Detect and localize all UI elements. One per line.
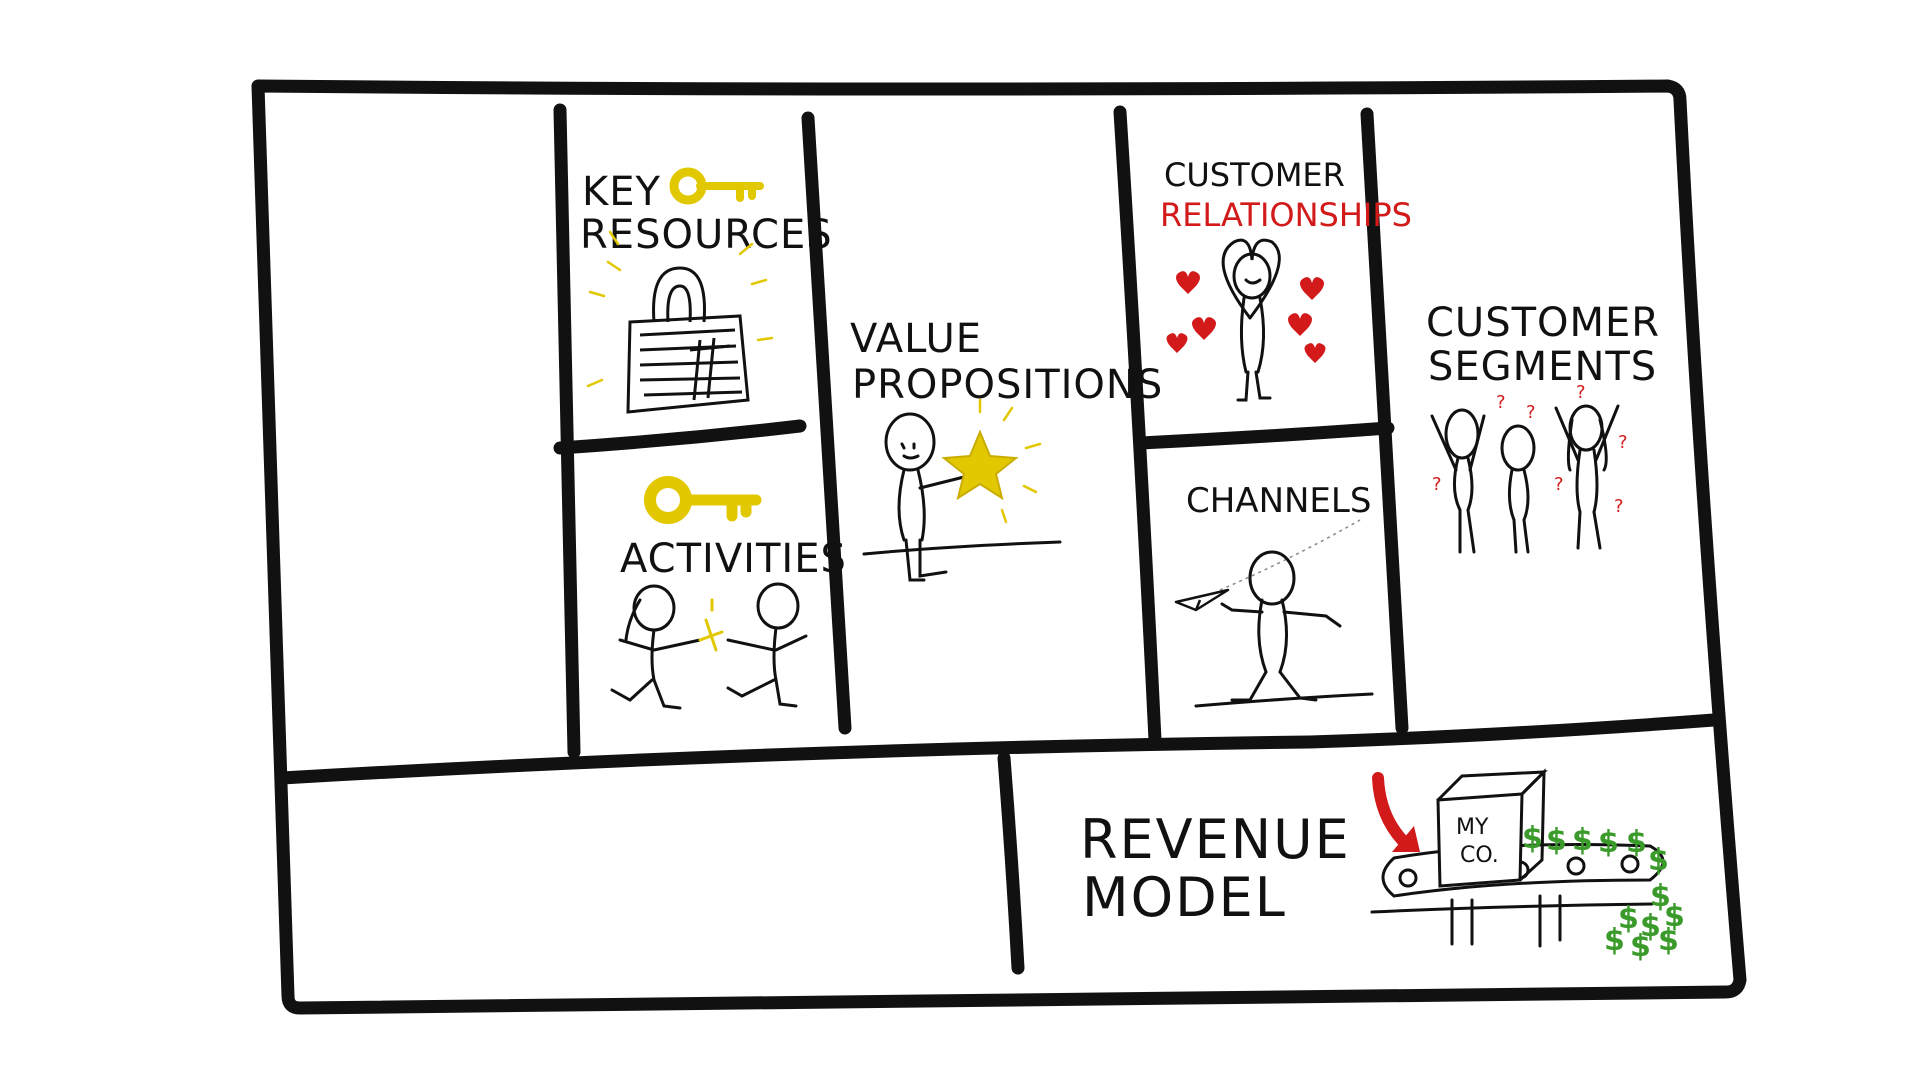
customer-relationships-block: CUSTOMER RELATIONSHIPS: [1160, 156, 1412, 402]
paper-plane-trail: [1219, 519, 1361, 591]
activities-block: ACTIVITIES: [610, 476, 847, 710]
activity-key-icon: [644, 476, 762, 524]
customer-relationships-line1: CUSTOMER: [1164, 156, 1345, 194]
revenue-model-line2: MODEL: [1082, 866, 1287, 929]
company-box-label-1: MY: [1456, 815, 1489, 840]
customer-segments-line1: CUSTOMER: [1426, 300, 1660, 346]
question-mark: ?: [1526, 402, 1536, 423]
question-mark: ?: [1614, 496, 1624, 517]
red-arrow-icon: [1372, 772, 1420, 852]
star-icon: [941, 398, 1042, 524]
dollar-icon: $: [1598, 825, 1619, 860]
lock-icon: [626, 266, 750, 414]
dollar-icon: $: [1648, 843, 1669, 878]
dollar-icon: $: [1546, 823, 1567, 858]
activities-label: ACTIVITIES: [620, 536, 847, 582]
dollar-icon: $: [1630, 929, 1651, 964]
dollar-icon: $: [1604, 923, 1625, 958]
divider-col3: [1113, 105, 1162, 747]
divider-col2: [801, 111, 852, 735]
spark-icon: [698, 598, 724, 652]
dollar-icon: $: [1522, 821, 1543, 856]
dollar-icon: $: [1658, 923, 1679, 958]
dollar-signs: $ $ $ $ $ $ $ $ $ $ $ $ $: [1522, 821, 1685, 964]
value-propositions-line2: PROPOSITIONS: [852, 362, 1163, 408]
question-marks: ? ? ? ? ? ? ?: [1432, 382, 1628, 517]
question-mark: ?: [1554, 474, 1564, 495]
dollar-icon: $: [1664, 899, 1685, 934]
revenue-model-line1: REVENUE: [1080, 808, 1351, 871]
question-mark: ?: [1432, 474, 1442, 495]
divider-bottom-mid: [997, 751, 1025, 975]
hearts: [1166, 271, 1326, 363]
dollar-icon: $: [1572, 823, 1593, 858]
divider-bottom: [275, 713, 1721, 785]
dollar-icon: $: [1618, 901, 1639, 936]
channels-block: CHANNELS: [1174, 481, 1374, 708]
channels-label: CHANNELS: [1186, 481, 1371, 521]
heart-hug-figure: [1221, 238, 1281, 402]
lock-glow: [586, 230, 774, 388]
key-icon: [669, 167, 764, 205]
paper-plane-icon: [1174, 588, 1230, 612]
question-mark: ?: [1576, 382, 1586, 403]
key-resources-block: KEY RESOURCES: [580, 167, 833, 414]
divider-col1: [553, 103, 581, 759]
customer-relationships-line2: RELATIONSHIPS: [1160, 196, 1412, 234]
divider-key: [553, 419, 807, 455]
value-propositions-block: VALUE PROPOSITIONS: [850, 316, 1163, 582]
outer-frame: [251, 79, 1747, 1015]
question-mark: ?: [1618, 432, 1628, 453]
dollar-icon: $: [1626, 825, 1647, 860]
customer-figures: [1430, 404, 1620, 554]
dollar-icon: $: [1650, 879, 1671, 914]
revenue-model-block: REVENUE MODEL MY CO. $ $ $ $ $: [1080, 768, 1685, 964]
key-resources-line1: KEY: [582, 169, 661, 215]
divider-cust: [1133, 421, 1395, 450]
key-resources-line2: RESOURCES: [580, 212, 833, 258]
customer-segments-block: CUSTOMER SEGMENTS ? ? ? ? ? ? ?: [1426, 300, 1660, 554]
thrower-figure: [1194, 550, 1374, 708]
company-box-label-2: CO.: [1460, 843, 1499, 868]
question-mark: ?: [1496, 392, 1506, 413]
activity-figures: [610, 582, 808, 710]
dollar-icon: $: [1640, 909, 1661, 944]
customer-segments-line2: SEGMENTS: [1428, 344, 1657, 390]
presenter-figure: [862, 412, 1062, 582]
value-propositions-line1: VALUE: [850, 316, 982, 362]
company-box: [1436, 768, 1548, 888]
canvas-grid: [251, 79, 1747, 1015]
